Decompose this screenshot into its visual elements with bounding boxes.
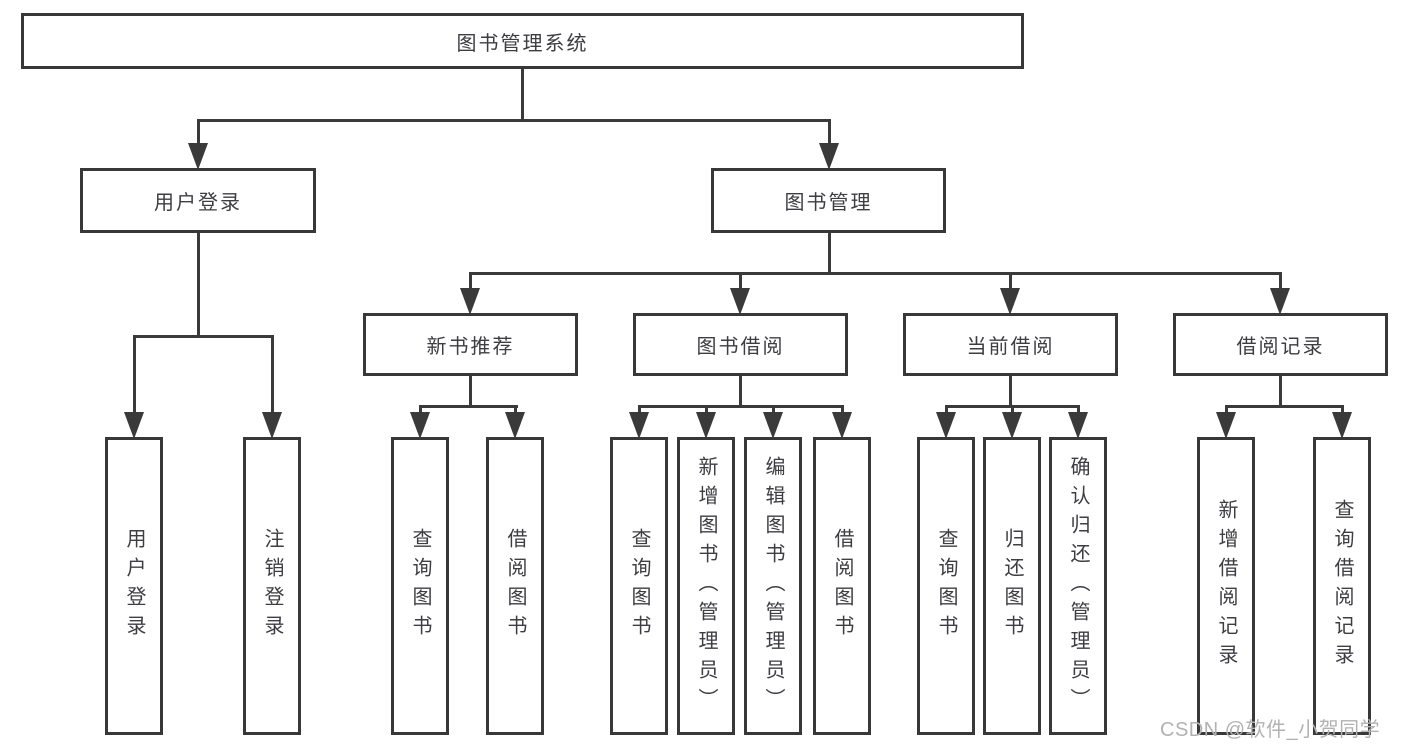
- connector-line: [197, 119, 200, 149]
- node-book-borrowing: 图书借阅: [633, 313, 848, 376]
- node-label: 当前借阅: [966, 336, 1055, 358]
- leaf-borrow-books-borrowing: 借阅图书: [813, 437, 871, 735]
- leaf-label: 查询图书: [935, 528, 957, 644]
- connector-line: [638, 405, 843, 408]
- arrow-down-icon: [696, 412, 716, 439]
- arrow-down-icon: [124, 412, 144, 439]
- leaf-label: 新增借阅记录: [1215, 499, 1237, 673]
- arrow-down-icon: [460, 288, 480, 315]
- leaf-label: 借阅图书: [831, 528, 853, 644]
- leaf-label: 编辑图书（管理员）: [762, 455, 784, 717]
- leaf-user-login: 用户登录: [105, 437, 163, 735]
- leaf-confirm-return-admin: 确认归还（管理员）: [1049, 437, 1107, 735]
- connector-line: [419, 405, 518, 408]
- connector-line: [514, 405, 517, 417]
- connector-line: [197, 119, 831, 122]
- leaf-query-books-recommend: 查询图书: [391, 437, 449, 735]
- arrow-down-icon: [1000, 288, 1020, 315]
- connector-line: [1279, 272, 1282, 292]
- arrow-down-icon: [936, 412, 956, 439]
- node-library-management-system: 图书管理系统: [21, 13, 1024, 69]
- connector-line: [1225, 405, 1344, 408]
- connector-line: [739, 376, 742, 408]
- leaf-add-books-admin: 新增图书（管理员）: [677, 437, 735, 735]
- arrow-down-icon: [832, 412, 852, 439]
- node-label: 用户登录: [154, 192, 242, 214]
- leaf-query-books-current: 查询图书: [917, 437, 975, 735]
- arrow-down-icon: [730, 288, 750, 315]
- connector-line: [945, 405, 948, 417]
- node-label: 新书推荐: [426, 336, 515, 358]
- connector-line: [419, 405, 422, 417]
- connector-line: [739, 272, 742, 292]
- node-current-borrowing: 当前借阅: [903, 313, 1118, 376]
- leaf-add-borrow-record: 新增借阅记录: [1197, 437, 1255, 735]
- connector-line: [469, 376, 472, 408]
- arrow-down-icon: [763, 412, 783, 439]
- leaf-label: 确认归还（管理员）: [1067, 455, 1089, 717]
- leaf-label: 归还图书: [1001, 528, 1023, 644]
- node-user-login: 用户登录: [80, 168, 316, 233]
- connector-line: [828, 233, 831, 275]
- connector-line: [1011, 405, 1014, 417]
- connector-line: [1077, 405, 1080, 417]
- connector-line: [638, 405, 641, 417]
- leaf-return-books: 归还图书: [983, 437, 1041, 735]
- node-new-book-recommendation: 新书推荐: [363, 313, 578, 376]
- node-book-management: 图书管理: [711, 168, 946, 233]
- arrow-down-icon: [1002, 412, 1022, 439]
- node-borrowing-records: 借阅记录: [1173, 313, 1388, 376]
- arrow-down-icon: [1270, 288, 1290, 315]
- node-label: 图书借阅: [696, 336, 785, 358]
- node-label: 图书管理: [784, 192, 873, 214]
- connector-line: [1279, 376, 1282, 408]
- connector-line: [133, 335, 136, 417]
- arrow-down-icon: [1068, 412, 1088, 439]
- leaf-query-books-borrowing: 查询图书: [610, 437, 668, 735]
- connector-line: [772, 405, 775, 417]
- leaf-logout: 注销登录: [243, 437, 301, 735]
- connector-line: [705, 405, 708, 417]
- connector-line: [197, 233, 200, 338]
- connector-line: [133, 335, 274, 338]
- leaf-label: 注销登录: [261, 528, 283, 644]
- connector-line: [1341, 405, 1344, 417]
- connector-line: [469, 272, 1282, 275]
- leaf-label: 查询图书: [409, 528, 431, 644]
- connector-line: [1009, 272, 1012, 292]
- arrow-down-icon: [262, 412, 282, 439]
- arrow-down-icon: [819, 143, 839, 170]
- connector-line: [828, 119, 831, 149]
- leaf-query-borrow-record: 查询借阅记录: [1313, 437, 1371, 735]
- leaf-label: 借阅图书: [504, 528, 526, 644]
- leaf-label: 新增图书（管理员）: [695, 455, 717, 717]
- connector-line: [841, 405, 844, 417]
- leaf-label: 用户登录: [123, 528, 145, 644]
- connector-line: [1009, 376, 1012, 408]
- arrow-down-icon: [505, 412, 525, 439]
- connector-line: [521, 69, 524, 122]
- arrow-down-icon: [1332, 412, 1352, 439]
- csdn-watermark: CSDN @软件_小贺同学: [1160, 719, 1381, 741]
- arrow-down-icon: [1216, 412, 1236, 439]
- arrow-down-icon: [410, 412, 430, 439]
- leaf-edit-books-admin: 编辑图书（管理员）: [744, 437, 802, 735]
- node-label: 借阅记录: [1236, 336, 1325, 358]
- leaf-label: 查询借阅记录: [1331, 499, 1353, 673]
- connector-line: [469, 272, 472, 292]
- connector-line: [271, 335, 274, 417]
- node-label: 图书管理系统: [456, 32, 589, 55]
- leaf-label: 查询图书: [628, 528, 650, 644]
- arrow-down-icon: [188, 143, 208, 170]
- arrow-down-icon: [629, 412, 649, 439]
- connector-line: [1225, 405, 1228, 417]
- leaf-borrow-books-recommend: 借阅图书: [486, 437, 544, 735]
